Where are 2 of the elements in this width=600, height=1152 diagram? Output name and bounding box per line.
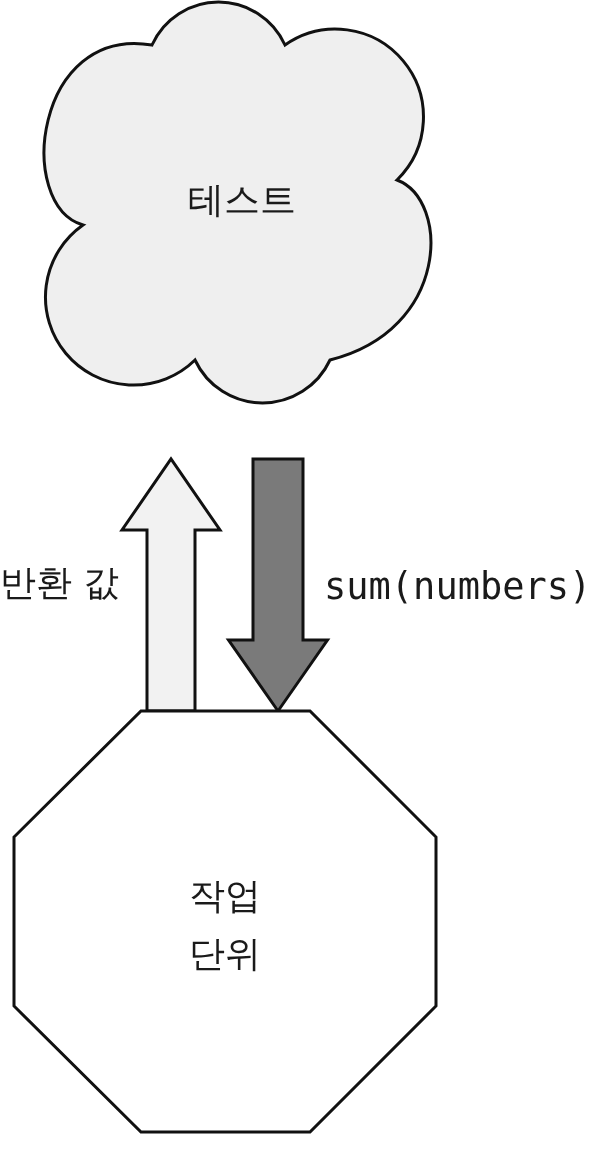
block-arrow: [119, 456, 223, 713]
octagon-shape: 작업 단위: [11, 708, 439, 1135]
